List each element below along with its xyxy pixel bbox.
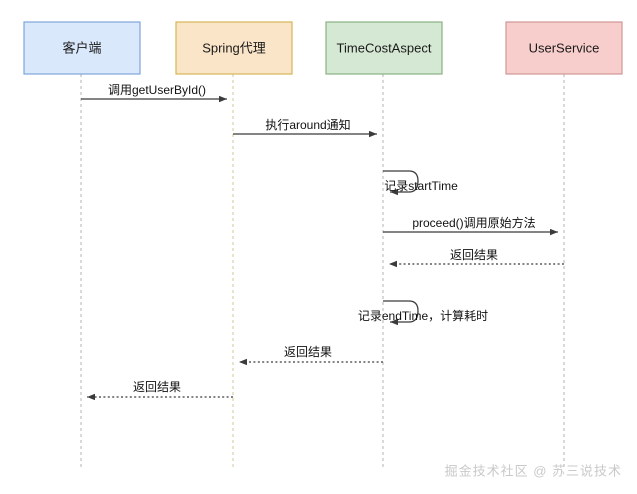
- message-self-record-start-time[interactable]: 记录startTime: [383, 170, 458, 196]
- message-call-get-user-by-id[interactable]: 调用getUserById(): [81, 83, 227, 103]
- participant-box-userservice[interactable]: [505, 21, 623, 75]
- watermark-label: 掘金技术社区 @ 苏三说技术: [445, 463, 622, 478]
- message-call-execute-around-advice[interactable]: 执行around通知: [233, 118, 377, 138]
- participant-userservice[interactable]: UserService: [505, 21, 623, 75]
- participant-timecostaspect[interactable]: TimeCostAspect: [325, 21, 443, 75]
- message-return-proxy-to-client[interactable]: 返回结果: [87, 380, 233, 401]
- lifelines-layer: [80, 74, 565, 470]
- message-label-proceed-original-method: proceed()调用原始方法: [412, 215, 535, 230]
- message-label-record-start-time: 记录startTime: [384, 179, 458, 193]
- participant-label-timecostaspect: TimeCostAspect: [337, 40, 432, 55]
- participant-spring-proxy[interactable]: Spring代理: [175, 21, 293, 75]
- participant-label-client: 客户端: [62, 40, 101, 55]
- message-return-aspect-to-proxy[interactable]: 返回结果: [239, 345, 383, 366]
- participant-label-userservice: UserService: [529, 40, 600, 55]
- message-label-get-user-by-id: 调用getUserById(): [108, 83, 206, 97]
- message-label-return-result-2: 返回结果: [284, 345, 332, 359]
- message-self-loop-path: [383, 300, 419, 326]
- message-label-record-end-time: 记录endTime，计算耗时: [358, 308, 488, 323]
- message-label-execute-around-advice: 执行around通知: [265, 118, 350, 132]
- participant-client[interactable]: 客户端: [23, 21, 141, 75]
- message-label-return-result-3: 返回结果: [133, 380, 181, 394]
- message-return-userservice-to-aspect[interactable]: 返回结果: [389, 248, 564, 268]
- message-label-return-result-1: 返回结果: [450, 248, 498, 262]
- participant-box-spring-proxy[interactable]: [175, 21, 293, 75]
- participant-box-timecostaspect[interactable]: [325, 21, 443, 75]
- message-call-proceed-original-method[interactable]: proceed()调用原始方法: [383, 215, 558, 236]
- message-self-record-end-time[interactable]: 记录endTime，计算耗时: [358, 300, 488, 326]
- participant-label-spring-proxy: Spring代理: [202, 40, 266, 55]
- message-self-loop-path: [383, 170, 419, 196]
- participant-box-client[interactable]: [23, 21, 141, 75]
